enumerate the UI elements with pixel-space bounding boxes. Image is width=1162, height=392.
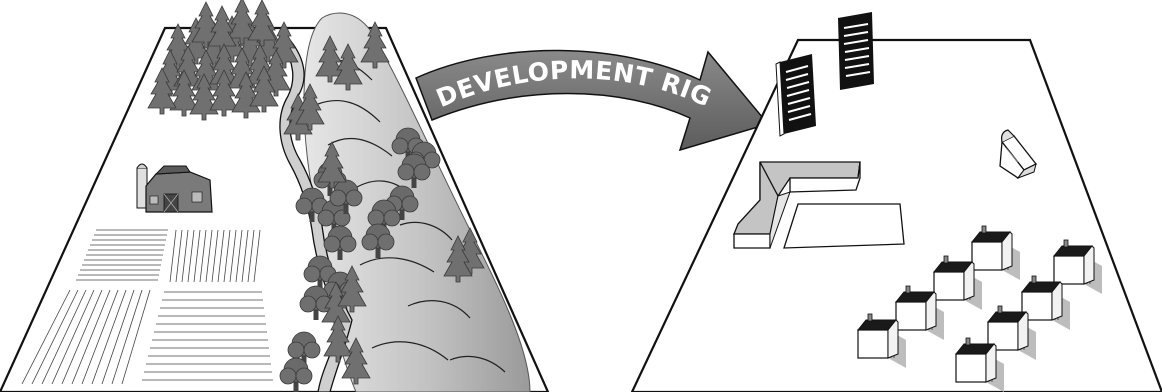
warehouse-icon [999, 129, 1038, 180]
field-bottom-right [142, 291, 273, 381]
field-bottom-left [21, 289, 151, 385]
field-top-right [169, 229, 261, 283]
developed-land-parcel [630, 12, 1162, 392]
commercial-building [733, 161, 861, 249]
barn-icon [136, 163, 213, 213]
parking-lot [783, 203, 905, 249]
forest-top [147, 0, 299, 121]
highrise-icon [838, 12, 874, 90]
field-top-left [76, 229, 168, 281]
crop-fields [21, 229, 273, 385]
rural-land-parcel [0, 0, 550, 392]
highrise-icon [775, 54, 816, 137]
